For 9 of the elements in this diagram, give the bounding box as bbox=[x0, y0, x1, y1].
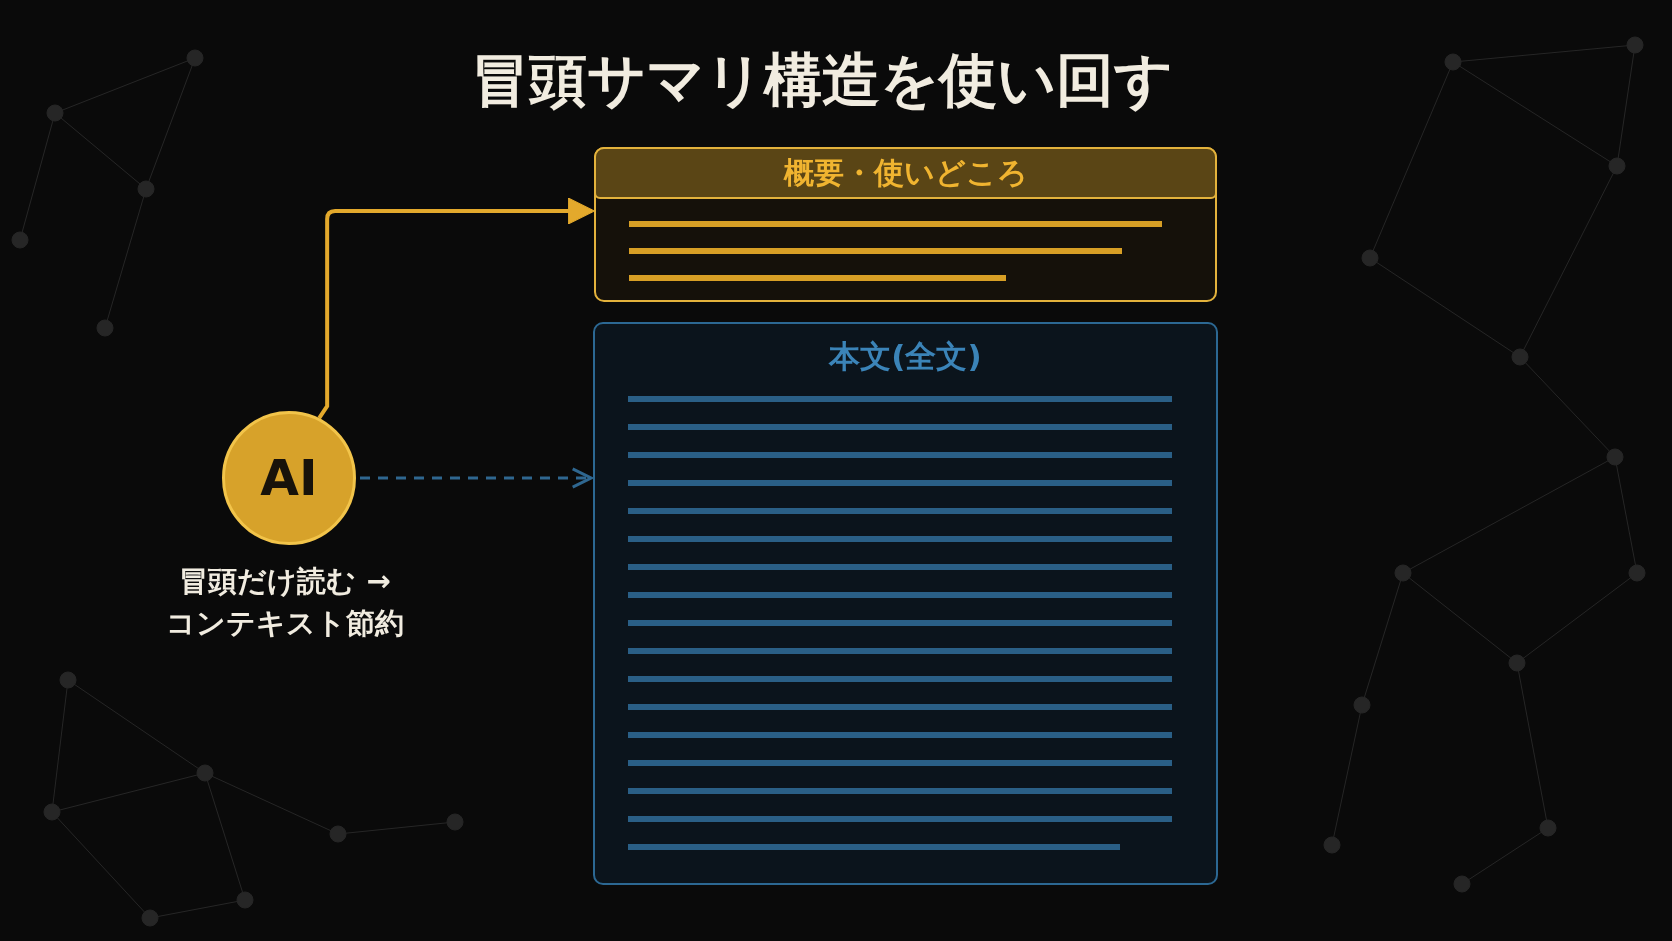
arrow bbox=[317, 197, 595, 420]
arrow bbox=[360, 467, 593, 489]
box-title: 本文(全文) bbox=[827, 337, 983, 376]
ai-circle: AI bbox=[222, 411, 356, 545]
node-label: 冒頭だけ読む → コンテキスト節約 bbox=[165, 563, 405, 642]
document-box bbox=[593, 322, 1218, 885]
header-band: 概要・使いどころ bbox=[594, 147, 1217, 199]
title: 冒頭サマリ構造を使い回す bbox=[470, 45, 1174, 116]
summary-box bbox=[594, 147, 1217, 302]
